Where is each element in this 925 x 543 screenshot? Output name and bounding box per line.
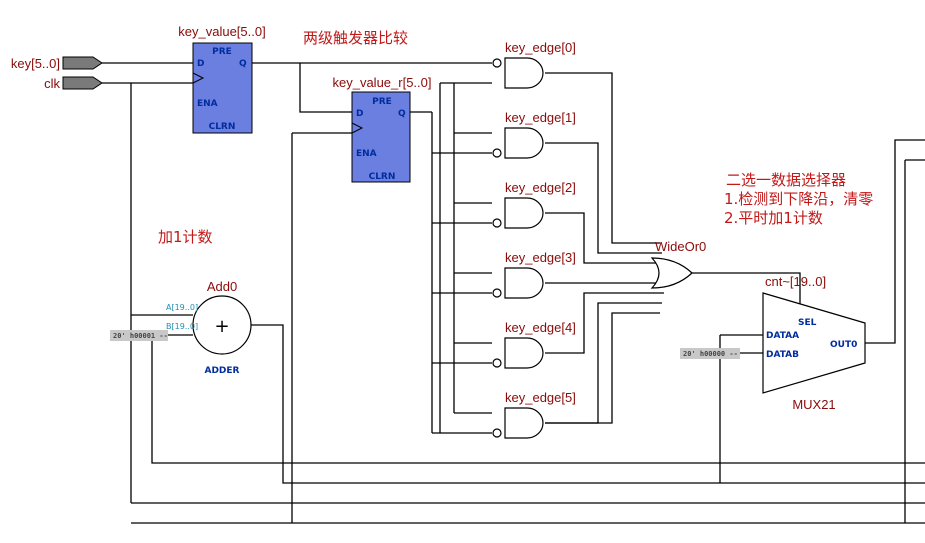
and-gate-1-name: key_edge[1] bbox=[505, 110, 576, 125]
mux-sel: SEL bbox=[798, 318, 817, 328]
register-key-value[interactable]: key_value[5..0] PRE D Q ENA CLRN bbox=[178, 24, 266, 134]
mux-cnt[interactable]: cnt~[19..0] SEL DATAA DATAB OUT0 MUX21 bbox=[762, 274, 866, 412]
register-key-value-r[interactable]: key_value_r[5..0] PRE D Q ENA CLRN bbox=[332, 75, 432, 183]
and-gate-2-name: key_edge[2] bbox=[505, 180, 576, 195]
register-key-value-name: key_value[5..0] bbox=[178, 24, 265, 39]
register-key-value-ena: ENA bbox=[197, 99, 218, 109]
and-gate-4-name: key_edge[4] bbox=[505, 320, 576, 335]
note-mux-line2: 2.平时加1计数 bbox=[724, 209, 823, 227]
adder-symbol: + bbox=[214, 316, 229, 337]
register-key-value-r-pre: PRE bbox=[372, 97, 392, 107]
register-key-value-r-ena: ENA bbox=[356, 149, 377, 159]
mux-out: OUT0 bbox=[830, 340, 857, 350]
and-gate-5-name: key_edge[5] bbox=[505, 390, 576, 405]
and-gate-3-name: key_edge[3] bbox=[505, 250, 576, 265]
note-mux-line1: 1.检测到下降沿，清零 bbox=[724, 190, 873, 208]
mux-constant-text: 20' h00000 -- bbox=[683, 350, 738, 358]
adder-name: Add0 bbox=[207, 279, 237, 294]
register-key-value-q: Q bbox=[239, 59, 247, 69]
mux-name: cnt~[19..0] bbox=[765, 274, 826, 289]
mux-datab: DATAB bbox=[766, 350, 799, 360]
adder-add0[interactable]: + Add0 ADDER A[19..0] B[19..0] bbox=[166, 279, 252, 376]
register-key-value-r-d: D bbox=[356, 109, 363, 119]
register-key-value-d: D bbox=[197, 59, 204, 69]
register-key-value-r-clrn: CLRN bbox=[369, 172, 396, 182]
and-gate-5[interactable]: key_edge[5] bbox=[492, 390, 576, 439]
and-gate-2[interactable]: key_edge[2] bbox=[492, 180, 576, 229]
and-gate-1[interactable]: key_edge[1] bbox=[492, 110, 576, 159]
mux-dataa: DATAA bbox=[766, 331, 799, 341]
register-key-value-r-name: key_value_r[5..0] bbox=[332, 75, 431, 90]
input-label-key: key[5..0] bbox=[11, 56, 60, 71]
adder-constant: 20' h00001 -- bbox=[110, 330, 168, 341]
adder-constant-text: 20' h00001 -- bbox=[113, 332, 168, 340]
mux-constant: 20' h00000 -- bbox=[680, 348, 740, 359]
and-gate-3[interactable]: key_edge[3] bbox=[492, 250, 576, 299]
note-mux-title: 二选一数据选择器 bbox=[726, 171, 846, 189]
and-gate-0[interactable]: key_edge[0] bbox=[492, 40, 576, 89]
and-gate-0-name: key_edge[0] bbox=[505, 40, 576, 55]
or-gate-wideor0[interactable]: WideOr0 bbox=[650, 239, 706, 289]
input-pin-key[interactable]: key[5..0] bbox=[11, 56, 103, 71]
register-key-value-pre: PRE bbox=[212, 47, 232, 57]
note-add-one: 加1计数 bbox=[158, 228, 213, 246]
or-gate-wideor0-name: WideOr0 bbox=[655, 239, 706, 254]
note-two-stage: 两级触发器比较 bbox=[303, 29, 408, 47]
adder-pin-a: A[19..0] bbox=[166, 303, 198, 312]
wires bbox=[102, 62, 925, 524]
register-key-value-clrn: CLRN bbox=[209, 122, 236, 132]
mux-type: MUX21 bbox=[792, 397, 835, 412]
adder-type: ADDER bbox=[205, 366, 240, 376]
input-label-clk: clk bbox=[44, 76, 60, 91]
input-pin-clk[interactable]: clk bbox=[44, 76, 103, 91]
adder-pin-b: B[19..0] bbox=[166, 322, 198, 331]
register-key-value-r-q: Q bbox=[398, 109, 406, 119]
and-gate-4[interactable]: key_edge[4] bbox=[492, 320, 576, 369]
